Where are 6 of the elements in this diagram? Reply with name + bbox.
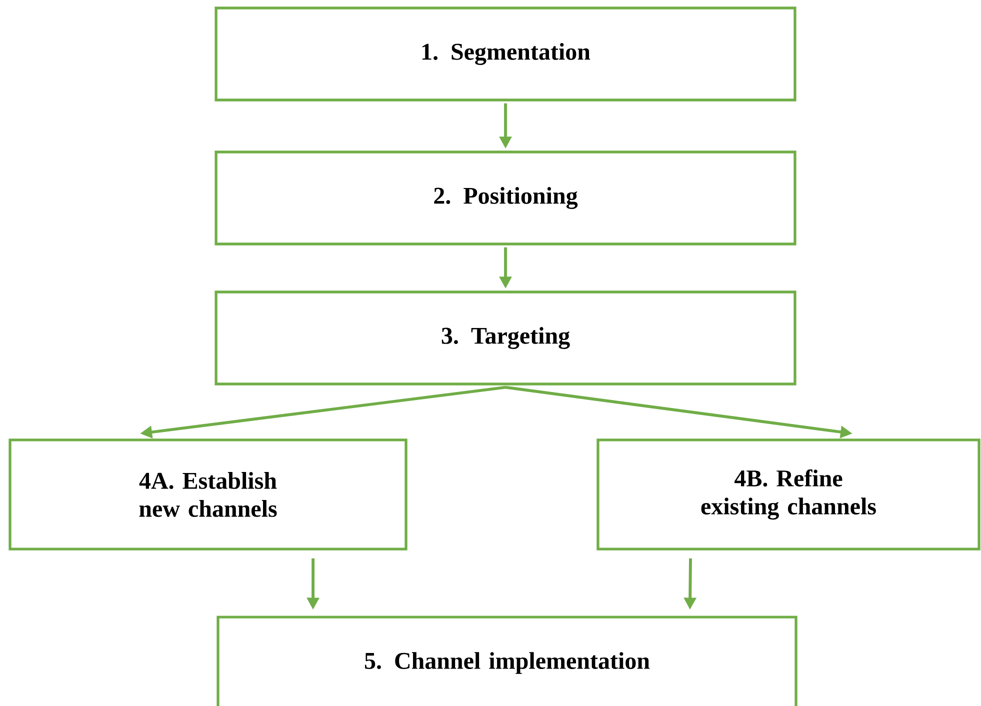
process-box: 2. Positioning [214,150,796,246]
process-box: 4B. Refine existing channels [596,438,980,550]
process-box: 5. Channel implementation [216,616,798,706]
process-box: 4A. Establish new channels [8,438,408,550]
process-box: 3. Targeting [214,290,796,386]
process-box: 1. Segmentation [214,6,796,102]
